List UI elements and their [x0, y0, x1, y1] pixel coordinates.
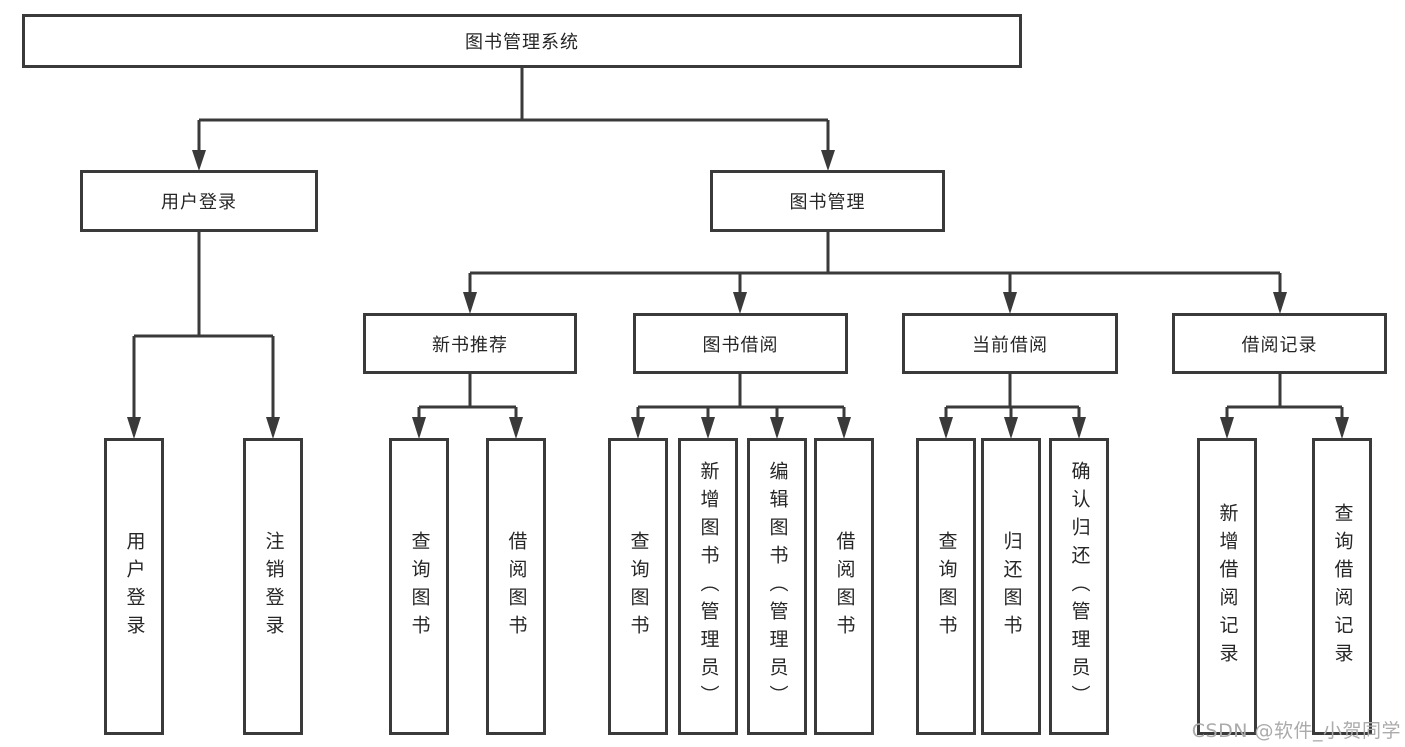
leaf-borrow-books-recommendation: 借阅图书 — [486, 438, 546, 735]
arrowhead — [192, 150, 206, 171]
leaf-add-books-admin: 新增图书（管理员） — [678, 438, 738, 735]
node-borrowing-records: 借阅记录 — [1172, 313, 1387, 374]
arrowhead — [509, 417, 523, 439]
connector-login-to-leaves — [132, 232, 275, 418]
node-book-borrowing: 图书借阅 — [633, 313, 848, 374]
leaf-query-borrow-record: 查询借阅记录 — [1312, 438, 1372, 735]
arrowhead — [770, 417, 784, 439]
connector-current-to-leaves — [944, 374, 1081, 418]
arrowhead — [127, 417, 141, 439]
leaf-logout: 注销登录 — [243, 438, 303, 735]
leaf-user-login: 用户登录 — [104, 438, 164, 735]
node-current-borrowing: 当前借阅 — [902, 313, 1118, 374]
arrowhead — [1004, 417, 1018, 439]
node-new-book-recommendation: 新书推荐 — [363, 313, 577, 374]
arrowhead — [1220, 417, 1234, 439]
arrowhead — [463, 292, 477, 314]
arrowhead — [1273, 292, 1287, 314]
arrowhead — [412, 417, 426, 439]
arrowhead — [701, 417, 715, 439]
arrowhead — [1003, 292, 1017, 314]
leaf-query-books-borrowing: 查询图书 — [608, 438, 668, 735]
arrowheads — [127, 150, 1349, 439]
arrowhead — [821, 150, 835, 171]
arrowhead — [939, 417, 953, 439]
connector-root-to-level2 — [197, 68, 830, 152]
leaf-edit-books-admin: 编辑图书（管理员） — [747, 438, 807, 735]
connector-borrow-to-leaves — [636, 374, 846, 418]
connector-records-to-leaves — [1225, 374, 1344, 418]
leaf-confirm-return-admin: 确认归还（管理员） — [1049, 438, 1109, 735]
leaf-query-books-recommendation: 查询图书 — [389, 438, 449, 735]
leaf-query-books-current: 查询图书 — [916, 438, 976, 735]
leaf-borrow-books-borrowing: 借阅图书 — [814, 438, 874, 735]
arrowhead — [266, 417, 280, 439]
arrowhead — [733, 292, 747, 314]
arrowhead — [631, 417, 645, 439]
node-library-management-system: 图书管理系统 — [22, 14, 1022, 68]
connector-rec-to-leaves — [417, 374, 518, 418]
arrowhead — [1072, 417, 1086, 439]
connector-mgmt-to-level3 — [468, 232, 1282, 293]
node-user-login: 用户登录 — [80, 170, 318, 232]
leaf-add-borrow-record: 新增借阅记录 — [1197, 438, 1257, 735]
arrowhead — [1335, 417, 1349, 439]
csdn-watermark: CSDN @软件_小贺同学 — [1191, 720, 1401, 742]
arrowhead — [837, 417, 851, 439]
leaf-return-books: 归还图书 — [981, 438, 1041, 735]
node-book-management: 图书管理 — [710, 170, 945, 232]
